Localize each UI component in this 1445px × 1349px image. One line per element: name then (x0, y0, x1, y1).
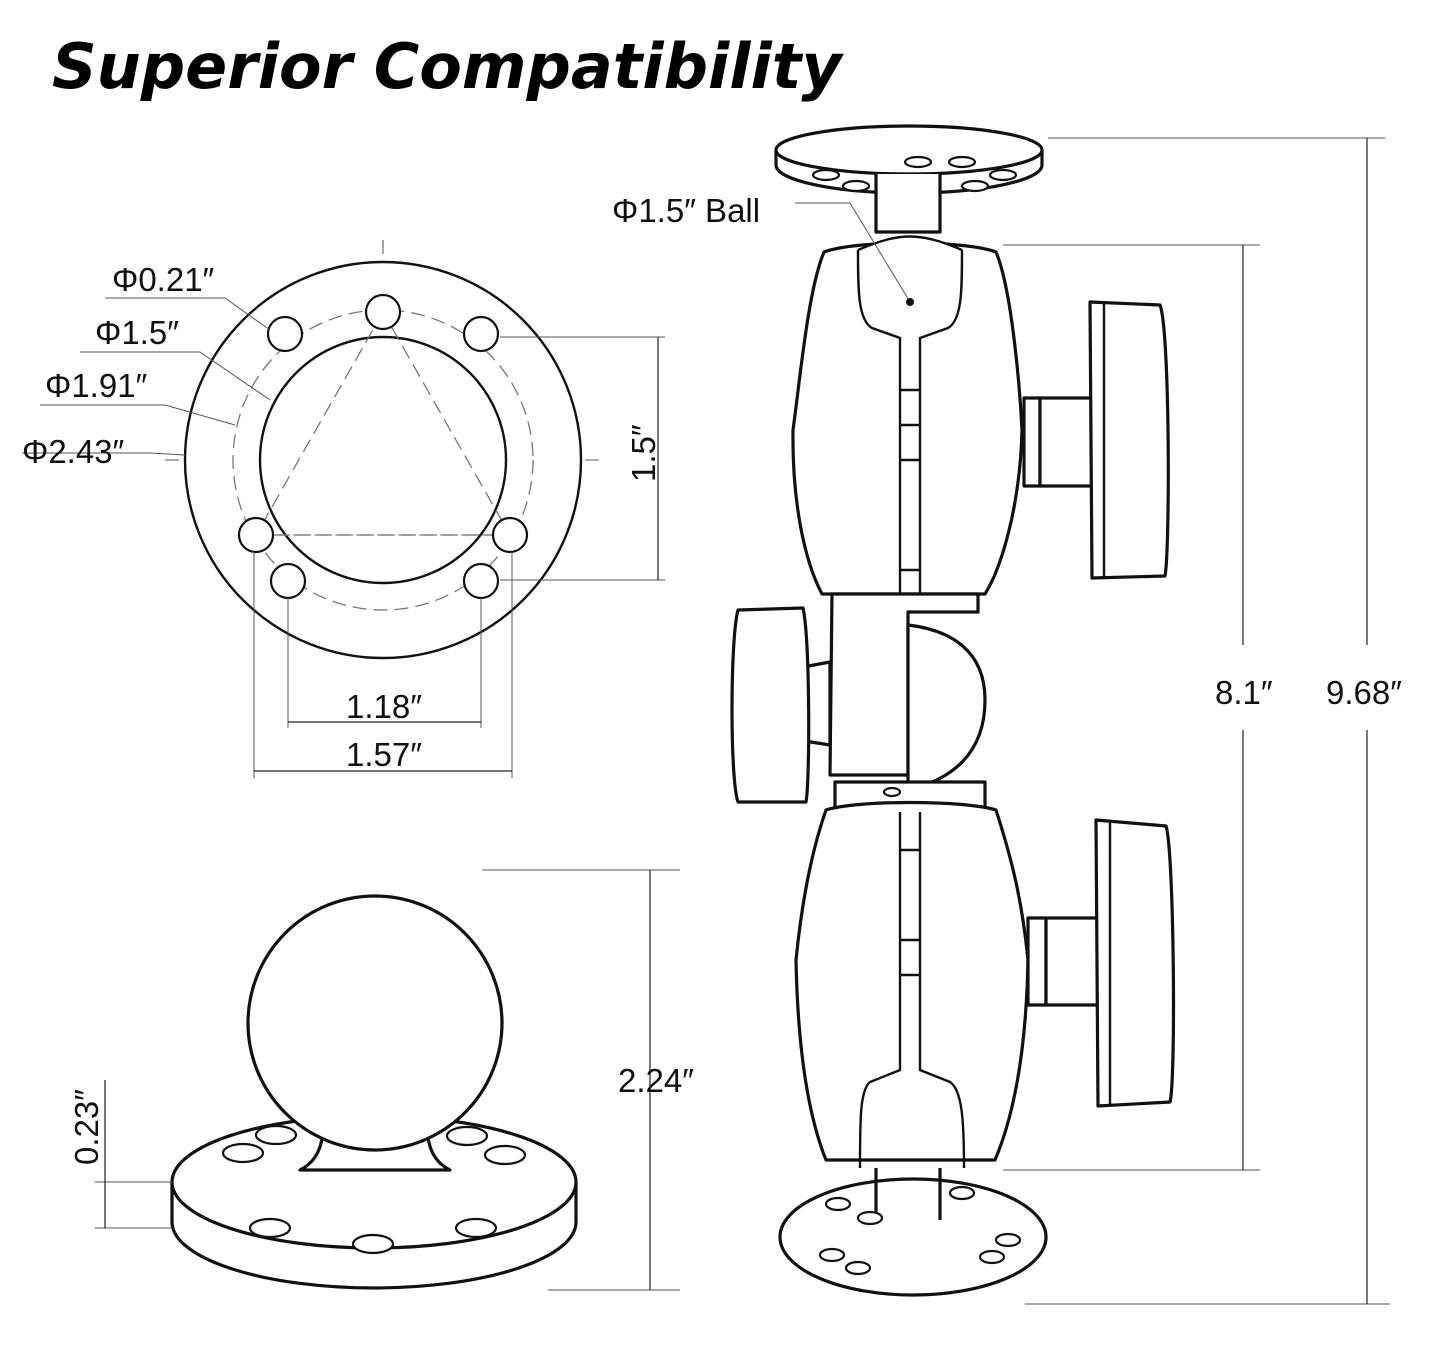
bolt-circle-diameter-label: Φ1.91″ (45, 367, 148, 404)
arm-length-label: 8.1″ (1215, 674, 1273, 711)
outer-diameter-label: Φ2.43″ (22, 433, 125, 470)
plate-hole (351, 1233, 395, 1255)
plate-hole (978, 1249, 1006, 1265)
hole-diameter-label: Φ0.21″ (112, 261, 215, 298)
center-hole (882, 786, 902, 798)
mount-hole (269, 562, 307, 600)
ball-base-side-view: 0.23″ 2.24″ (68, 869, 694, 1291)
ball-leader (795, 202, 911, 303)
plate-hole (903, 155, 933, 169)
ball-label: Φ1.5″ Ball (612, 192, 760, 229)
inner-circle (258, 335, 508, 585)
mount-hole (237, 516, 275, 554)
plate-hole (454, 1217, 498, 1239)
plate-hole (248, 1217, 292, 1239)
ball-center-dot (906, 298, 914, 306)
plate-hole (445, 1125, 489, 1147)
top-plate (774, 124, 1044, 176)
upper-ball-top (857, 235, 963, 252)
plate-hole (947, 155, 977, 169)
lower-knob-collar (1026, 916, 1048, 1007)
ball (246, 894, 504, 1152)
plate-hole (844, 1260, 872, 1276)
plate-hole (988, 168, 1018, 182)
plate-hole (221, 1142, 265, 1164)
mount-hole (462, 562, 500, 600)
top-neck (874, 174, 942, 234)
base-plate-top-view: Φ0.21″ Φ1.5″ Φ1.91″ Φ2.43″ 1.5″ 1.18″ 1.… (22, 240, 665, 778)
lower-arm-groove (858, 812, 966, 1169)
plate-hole (960, 179, 990, 193)
plate-hole (811, 168, 841, 182)
page-title: Superior Compatibility (52, 30, 844, 103)
inner-diameter-label: Φ1.5″ (95, 314, 179, 351)
upper-arm-groove (856, 249, 964, 594)
plate-hole (254, 1124, 298, 1146)
left-knob-handle (730, 606, 811, 804)
center-ball (906, 623, 987, 792)
upper-knob-handle (1088, 300, 1170, 580)
plate-hole (483, 1144, 527, 1166)
upper-arm (791, 241, 1024, 596)
plate-hole (818, 1247, 846, 1263)
lower-arm (794, 800, 1030, 1162)
outer-spacing-label: 1.57″ (346, 736, 422, 773)
center-socket (828, 592, 980, 777)
height-label: 1.5″ (625, 424, 662, 482)
mount-hole (266, 315, 304, 353)
plate-hole (994, 1232, 1022, 1248)
total-height-label: 2.24″ (618, 1062, 694, 1099)
total-length-label: 9.68″ (1326, 674, 1402, 711)
leader-outer (22, 452, 186, 456)
leader-hole (105, 297, 271, 331)
plate-hole (841, 179, 871, 193)
plate-hole (948, 1185, 976, 1201)
inner-spacing-label: 1.18″ (346, 688, 422, 725)
plate-hole (824, 1196, 852, 1212)
upper-knob-collar (1022, 396, 1042, 488)
leader-inner (80, 351, 271, 401)
mount-hole (491, 516, 529, 554)
leader-bolt-circle (40, 404, 236, 426)
plate-hole (856, 1210, 884, 1226)
thickness-label: 0.23″ (68, 1089, 105, 1165)
mount-hole (462, 315, 500, 353)
mount-hole (364, 293, 402, 331)
lower-knob-handle (1094, 818, 1176, 1108)
mount-assembly-view: Φ1.5″ Ball 8.1″ 9.68″ (612, 124, 1402, 1305)
